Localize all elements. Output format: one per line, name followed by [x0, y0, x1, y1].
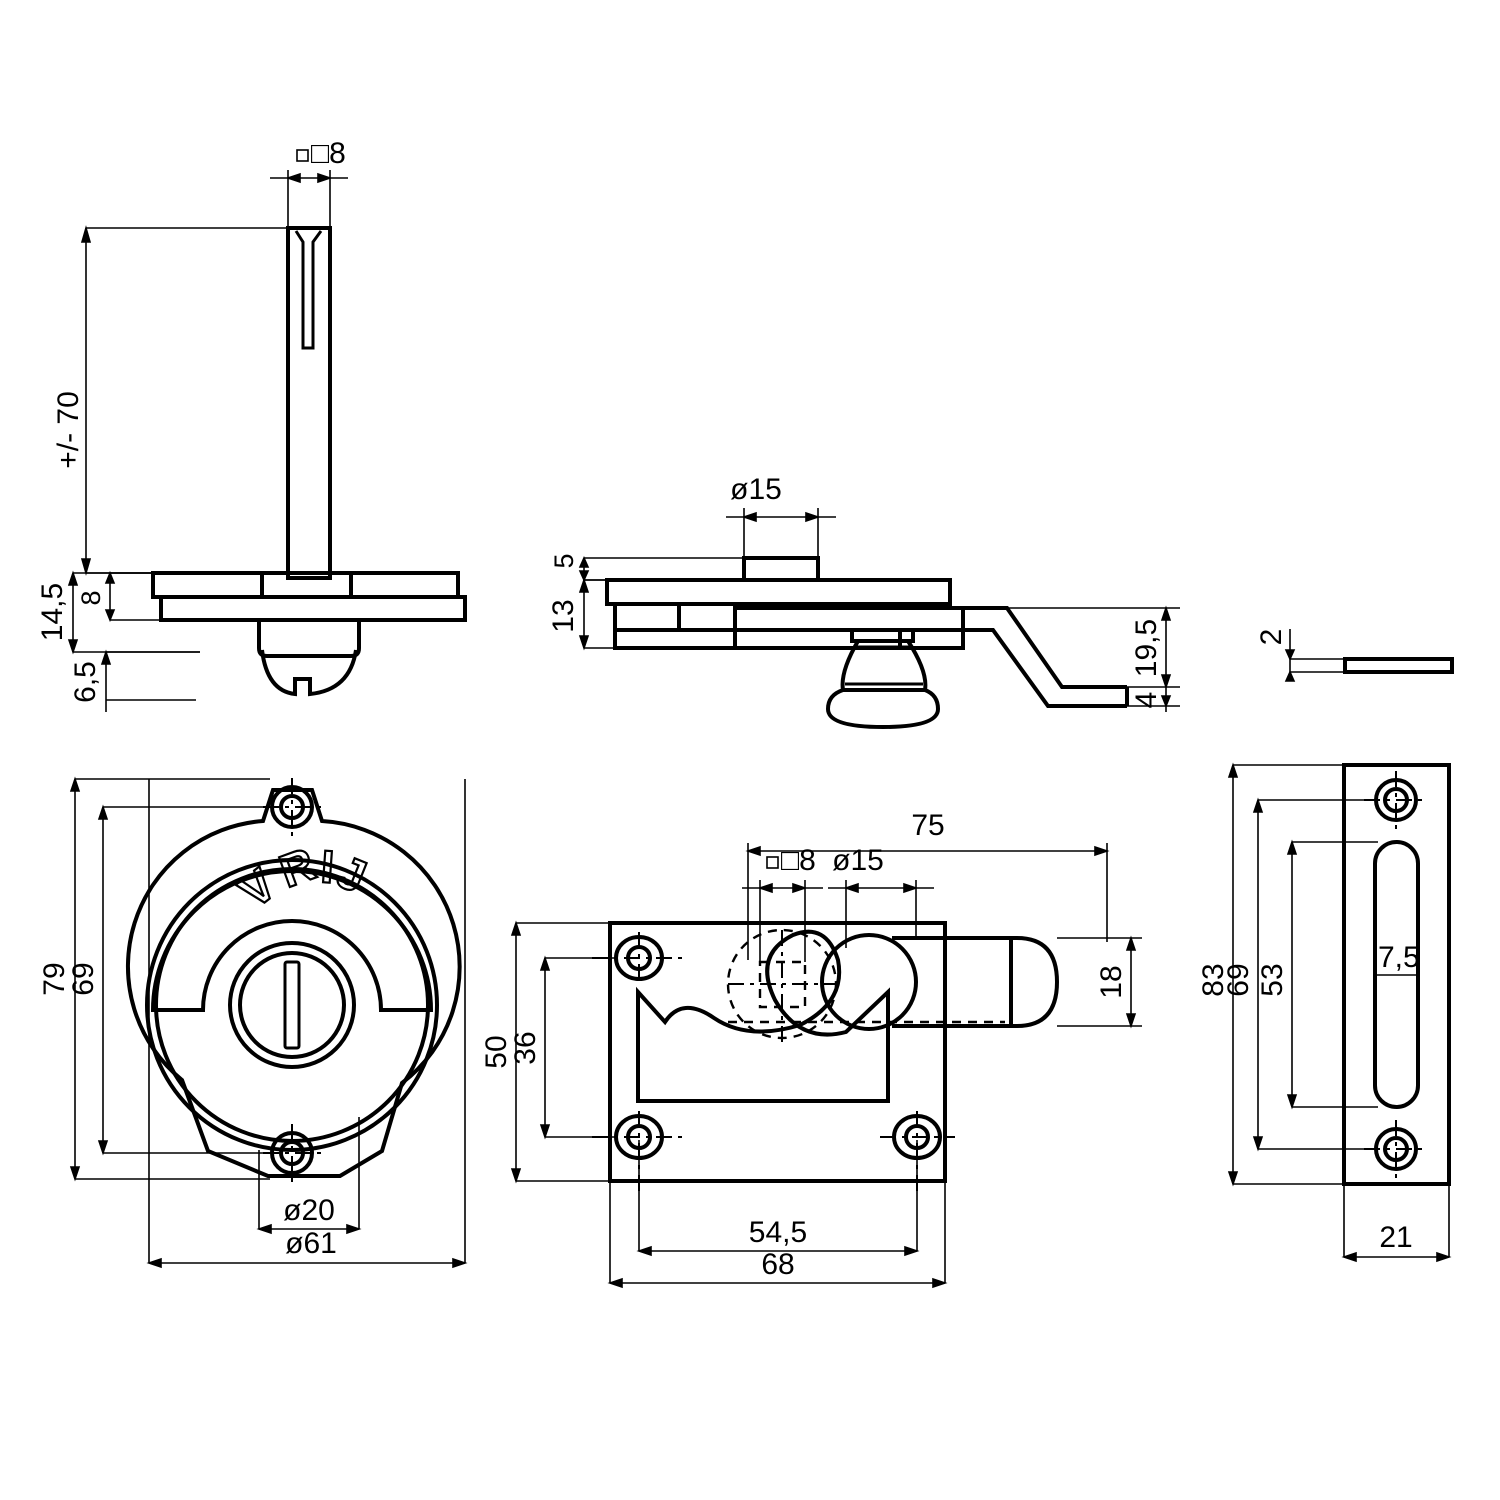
dim-label-spindle-length: +/- 70	[52, 391, 85, 469]
dim-label-strike-slot-width: 7,5	[1378, 941, 1420, 974]
rosette-screw-top	[263, 778, 321, 836]
dim-screw-vertical	[539, 955, 615, 1140]
rosette-boss	[257, 620, 361, 697]
knob-stub	[742, 556, 820, 582]
dim-lock-body-width	[607, 1183, 948, 1289]
dim-rosette-dia	[146, 779, 468, 1269]
dim-label-body-height-side: 13	[547, 599, 580, 632]
view-spindle-section: □8 +/- 70	[36, 137, 467, 712]
square-symbol-icon	[296, 149, 309, 162]
dim-top-plate-side	[578, 556, 746, 582]
dim-turn-knob-dia	[256, 1117, 362, 1235]
dim-label-rosette-plate-height: 79	[38, 962, 71, 995]
view-lock-front: 75 □8 ø15 18	[480, 809, 1142, 1289]
dim-label-turn-knob-dia: ø20	[283, 1194, 335, 1227]
dim-label-rosette-plate: 8	[76, 590, 106, 605]
dim-strike-slot-length	[1286, 839, 1378, 1110]
dim-spindle-square-front	[742, 880, 823, 962]
dim-label-spindle-square-front: □8	[781, 844, 816, 877]
turn-knob-disc	[238, 951, 346, 1059]
dim-strike-plate-width	[1341, 1186, 1452, 1263]
dim-label-boss-depth: 6,5	[69, 661, 102, 703]
strike-plate-body	[1342, 763, 1451, 1186]
dim-spindle-length	[80, 225, 288, 576]
dim-label-spindle-square: □8	[311, 137, 346, 170]
dim-strike-plate-height	[1227, 762, 1346, 1187]
dim-label-lock-body-height: 50	[480, 1035, 513, 1068]
dim-label-strike-thickness: 2	[1255, 629, 1288, 646]
dim-screw-horizontal	[636, 1140, 920, 1257]
indicator-window	[150, 869, 434, 1012]
view-rosette-front: V R I J 79	[38, 776, 468, 1269]
dim-label-latch-thickness: 4	[1130, 692, 1163, 709]
dim-rosette-total	[67, 570, 200, 655]
rosette-base-plate	[159, 595, 467, 622]
rosette-outer-circle	[145, 858, 439, 1152]
dim-label-strike-plate-height: 83	[1197, 963, 1230, 996]
dim-label-rosette-dia: ø61	[285, 1227, 337, 1260]
lock-top-plate	[605, 578, 952, 606]
lock-case-plate	[608, 921, 947, 1183]
dim-label-screw-horizontal: 54,5	[749, 1216, 807, 1249]
turn-knob-slot	[283, 960, 301, 1050]
dim-latch-width	[1057, 935, 1142, 1029]
vrij-letter-r: R	[273, 836, 324, 897]
view-lock-side-section: ø15	[547, 473, 1180, 730]
turn-knob-ring	[228, 941, 356, 1069]
dim-label-rosette-screw-spacing: 69	[67, 962, 100, 995]
turn-knob-side	[825, 630, 941, 730]
dim-knob-hole-dia	[828, 880, 934, 948]
dim-label-latch-offset: 19,5	[1130, 619, 1163, 677]
lock-inner-profile	[636, 929, 890, 1103]
dim-label-knob-dia-side: ø15	[730, 473, 782, 506]
dim-label-strike-slot-length: 53	[1256, 963, 1289, 996]
dim-label-top-plate-side: 5	[549, 553, 579, 568]
latch-arm-side	[963, 606, 1129, 708]
dim-knob-dia-side	[726, 508, 836, 558]
view-strike-front: 83 69 53 7,5	[1197, 762, 1452, 1263]
dim-body-height-side	[578, 577, 616, 651]
square-symbol-icon-front	[766, 856, 779, 869]
dim-label-overall-reach: 75	[911, 809, 944, 842]
dim-latch-thickness	[1127, 687, 1180, 712]
view-strike-thickness: 2	[1255, 629, 1454, 682]
dim-label-knob-hole-dia: ø15	[832, 844, 884, 877]
dim-rosette-plate-height	[69, 776, 270, 1182]
dim-overall-reach	[745, 843, 1110, 960]
dim-label-screw-vertical: 36	[509, 1031, 542, 1064]
dim-label-strike-plate-width: 21	[1379, 1221, 1412, 1254]
dim-strike-thickness	[1284, 629, 1348, 682]
strike-plate-edge	[1343, 657, 1454, 674]
dim-spindle-square	[270, 170, 348, 228]
dim-boss-depth	[100, 649, 200, 712]
dim-label-strike-screw-spacing: 69	[1222, 963, 1255, 996]
dim-rosette-plate	[104, 570, 170, 623]
latch-bolt-front	[892, 936, 1060, 1028]
dim-strike-screw-spacing	[1252, 797, 1376, 1152]
rosette-screw-bottom	[263, 1124, 321, 1182]
vrij-letter-i: I	[319, 840, 337, 893]
dim-lock-body-height	[510, 920, 612, 1184]
knob-hole-front	[820, 933, 918, 1031]
dim-rosette-screw-spacing	[97, 804, 268, 1156]
dim-latch-offset	[1007, 605, 1180, 690]
dim-label-lock-body-width: 68	[761, 1248, 794, 1281]
spindle-shaft	[286, 226, 332, 580]
dim-label-latch-width: 18	[1095, 965, 1128, 998]
dim-label-rosette-total: 14,5	[36, 583, 69, 641]
vrij-label: V R I J	[228, 835, 376, 919]
